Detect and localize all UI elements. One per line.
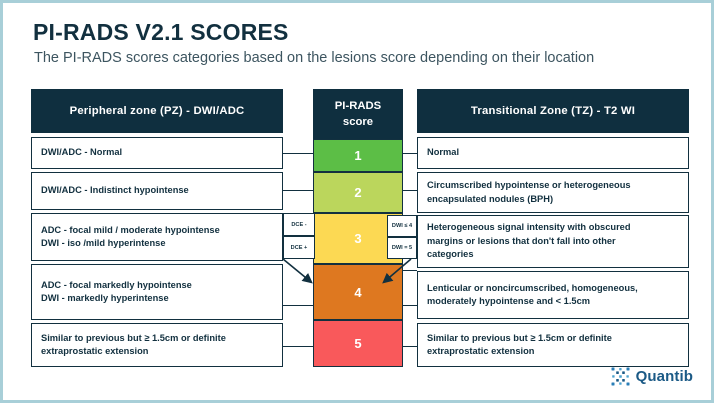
right-column-header-label: Transitional Zone (TZ) - T2 WI [470, 104, 636, 117]
connector-left-2 [283, 190, 315, 191]
left-row-2: DWI/ADC - Indistinct hypointense [31, 172, 283, 210]
connector-right-1 [403, 153, 417, 154]
dce-negative-label: DCE - [291, 221, 307, 228]
score-band-1: 1 [313, 139, 403, 172]
score-header-line-1: PI-RADS [334, 100, 382, 112]
quantib-logo: Quantib [611, 367, 693, 386]
connector-left-1 [283, 153, 315, 154]
left-row-5-line-1: Similar to previous but ≥ 1.5cm or defin… [41, 332, 226, 343]
dce-negative-flag: DCE - [283, 213, 315, 236]
right-row-3: Heterogeneous signal intensity with obsc… [417, 215, 689, 268]
score-band-5: 5 [313, 320, 403, 367]
connector-left-5b [283, 346, 315, 347]
dce-positive-flag: DCE + [283, 236, 315, 259]
left-row-3-line-1: ADC - focal mild / moderate hypointense [41, 224, 220, 235]
right-column-header: Transitional Zone (TZ) - T2 WI [417, 89, 689, 133]
left-row-4-line-2: DWI - markedly hyperintense [41, 293, 169, 303]
score-band-2: 2 [313, 172, 403, 213]
score-header-line-2: score [342, 116, 374, 128]
right-row-4: Lenticular or noncircumscribed, homogene… [417, 271, 689, 319]
right-row-3-line-1: Heterogeneous signal intensity with obsc… [427, 222, 631, 233]
right-row-2-line-1: Circumscribed hypointense or heterogeneo… [427, 180, 631, 191]
dce-positive-arrow [282, 258, 313, 284]
right-row-3-line-2: margins or lesions that don't fall into … [427, 235, 616, 246]
page-subtitle: The PI-RADS scores categories based on t… [34, 50, 595, 66]
right-row-5-line-1: Similar to previous but ≥ 1.5cm or defin… [427, 332, 612, 343]
connector-right-5a [403, 305, 417, 306]
right-row-4-line-1: Lenticular or noncircumscribed, homogene… [427, 282, 638, 293]
left-row-5-line-2: extraprostatic extension [41, 346, 149, 356]
score-band-4: 4 [313, 264, 403, 320]
connector-right-5b [403, 346, 417, 347]
right-row-2-line-2: encapsulated nodules (BPH) [427, 193, 554, 204]
dwi-eq-5-label: DWI = 5 [391, 245, 413, 251]
dce-positive-label: DCE + [290, 244, 308, 251]
score-band-4-label: 4 [354, 284, 362, 300]
right-row-1-line-1: Normal [427, 147, 460, 158]
quantib-logo-text: Quantib [635, 368, 693, 385]
left-row-4: ADC - focal markedly hypointense DWI - m… [31, 264, 283, 320]
connector-right-2 [403, 190, 417, 191]
left-row-3: ADC - focal mild / moderate hypointense … [31, 213, 283, 261]
dwi-eq-5-flag: DWI = 5 [387, 237, 417, 259]
dwi-le-4-flag: DWI ≤ 4 [387, 215, 417, 237]
left-row-5: Similar to previous but ≥ 1.5cm or defin… [31, 323, 283, 367]
score-band-1-label: 1 [354, 148, 362, 163]
left-column-header-label: Peripheral zone (PZ) - DWI/ADC [69, 104, 245, 117]
dwi-le-4-label: DWI ≤ 4 [391, 223, 413, 229]
left-column-header: Peripheral zone (PZ) - DWI/ADC [31, 89, 283, 133]
left-row-1: DWI/ADC - Normal [31, 137, 283, 169]
left-row-4-line-1: ADC - focal markedly hypointense [41, 279, 192, 290]
right-row-5: Similar to previous but ≥ 1.5cm or defin… [417, 323, 689, 367]
score-band-5-label: 5 [354, 336, 362, 351]
score-column-header: PI-RADS score [313, 89, 403, 139]
page-title: PI-RADS V2.1 SCORES [33, 19, 289, 45]
score-band-3-label: 3 [354, 231, 362, 246]
quantib-mark-icon [611, 367, 630, 386]
dwi-eq-5-arrow [382, 258, 412, 284]
left-row-2-line-1: DWI/ADC - Indistinct hypointense [41, 185, 189, 196]
left-row-1-line-1: DWI/ADC - Normal [41, 147, 123, 158]
right-row-4-line-2: moderately hypointense and < 1.5cm [427, 296, 591, 306]
right-row-2: Circumscribed hypointense or heterogeneo… [417, 172, 689, 213]
connector-right-4 [403, 270, 417, 271]
score-band-2-label: 2 [354, 185, 362, 200]
right-row-5-line-2: extraprostatic extension [427, 346, 535, 356]
left-row-3-line-2: DWI - iso /mild hyperintense [41, 238, 166, 248]
right-row-3-line-3: categories [427, 249, 474, 260]
right-row-1: Normal [417, 137, 689, 169]
connector-left-5a [283, 305, 315, 306]
